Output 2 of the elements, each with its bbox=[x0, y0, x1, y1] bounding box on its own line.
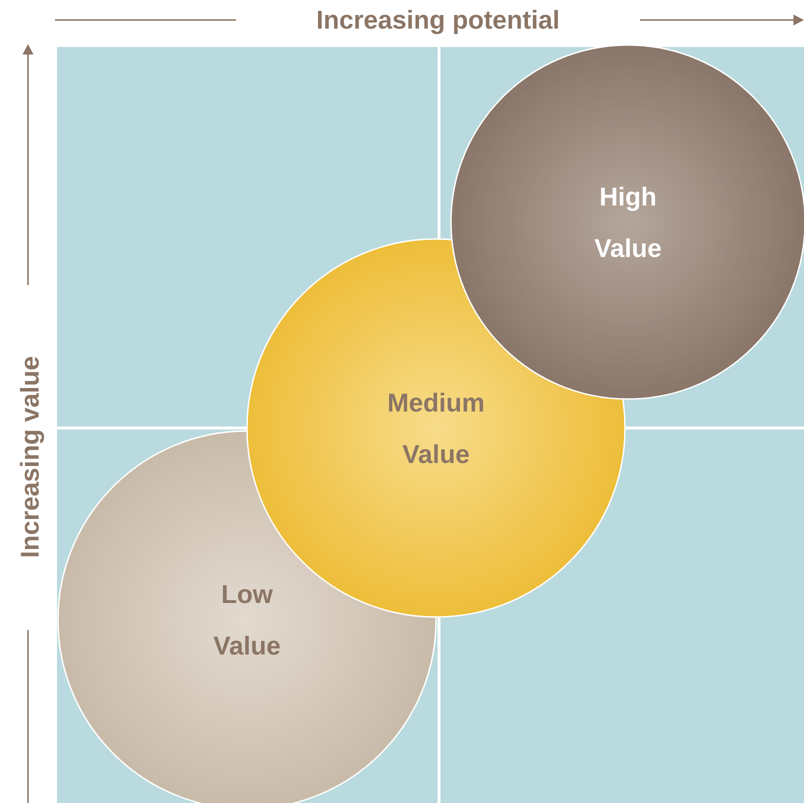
axis-label: Increasing potential bbox=[318, 10, 558, 34]
axis-label: Increasing value bbox=[20, 356, 44, 556]
